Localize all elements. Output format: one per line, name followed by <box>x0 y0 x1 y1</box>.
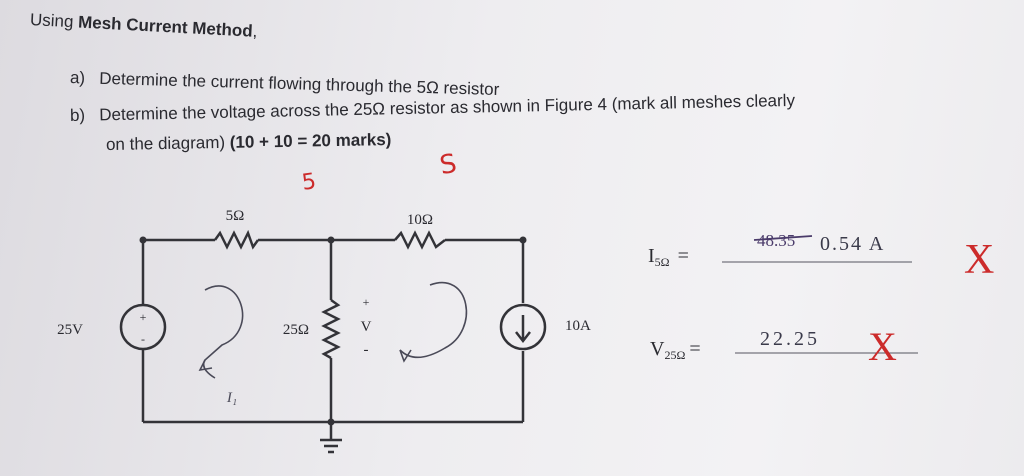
mesh-1-loop <box>202 285 244 379</box>
v-minus: - <box>364 342 369 358</box>
i-crossed-answer: 48.35 <box>757 231 795 250</box>
current-source-label: 10A <box>565 318 591 334</box>
node-top-right <box>519 236 527 244</box>
i-answer-value: 0.54 A <box>820 233 885 255</box>
resistor-5-symbol <box>213 229 260 250</box>
source-plus: + <box>140 310 147 324</box>
source-voltage-label: 25V <box>57 322 83 338</box>
node-bottom-mid <box>327 418 335 426</box>
resistor-25-symbol <box>321 298 341 360</box>
v-answer-label: V25Ω= <box>650 338 701 362</box>
mesh-2-arrowhead <box>399 349 412 363</box>
i-wrong-mark: X <box>964 237 994 283</box>
mesh-2-loop <box>399 281 468 359</box>
r1-label: 5Ω <box>226 208 245 224</box>
ground-symbol <box>320 438 342 454</box>
v-wrong-mark: X <box>868 324 897 369</box>
v-answer-value: 22.25 <box>760 328 820 350</box>
voltage-source-symbol <box>119 303 167 351</box>
r3-label: 25Ω <box>283 322 309 338</box>
mesh-label: I₁ <box>226 390 237 406</box>
mesh-1-arrowhead <box>198 359 213 372</box>
resistor-10-symbol <box>394 230 446 250</box>
node-top-left <box>139 236 147 244</box>
v-label: V <box>361 319 372 335</box>
current-source-symbol <box>499 303 547 351</box>
source-minus: - <box>141 332 145 346</box>
v-plus: + <box>363 295 370 309</box>
current-arrow <box>515 315 531 344</box>
r2-label: 10Ω <box>407 212 433 228</box>
i-label: I5Ω= <box>648 245 689 269</box>
node-top-mid <box>327 236 335 244</box>
i-crossed-strike <box>753 235 813 241</box>
